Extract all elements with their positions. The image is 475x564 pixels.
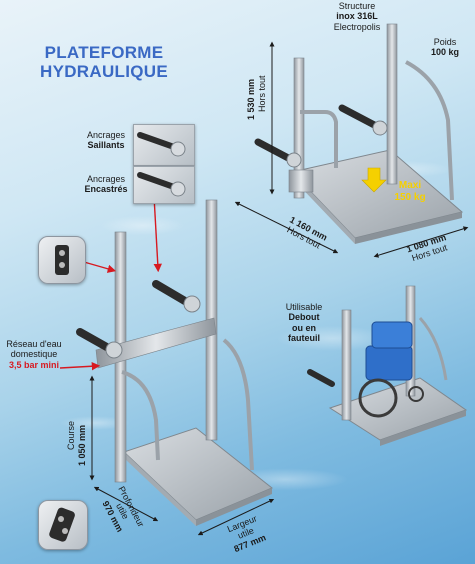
anchor-protruding-label: Ancrages Saillants [78, 130, 134, 151]
structure-label: Structure inox 316L Electropolis [312, 1, 402, 32]
water-supply-line-2: domestique [10, 349, 58, 360]
structure-line-3: Electropolis [333, 21, 381, 32]
structure-line-1: Structure [338, 1, 376, 11]
weight-label: Poids 100 kg [420, 37, 470, 58]
structure-line-2: inox 316L [336, 11, 378, 22]
anchor-recessed-line-2: Encastrés [84, 184, 128, 195]
max-load-caption: Maxi [398, 180, 422, 191]
valve-detail-photo [38, 236, 86, 284]
main-platform-illustration [76, 199, 273, 526]
anchor-protruding-line-2: Saillants [87, 140, 125, 151]
anchor-protruding-line-1: Ancrages [86, 130, 126, 140]
usage-line-4: fauteuil [287, 333, 320, 344]
anchor-protruding-photo [133, 124, 195, 166]
usage-line-3: ou en [292, 322, 316, 333]
water-supply-line-1: Réseau d'eau [6, 339, 62, 349]
stroke-value: 1 050 mm [77, 424, 87, 466]
anchor-recessed-photo [133, 166, 195, 204]
usage-line-2: Debout [288, 312, 320, 323]
stroke-caption: Course [66, 420, 76, 450]
anchor-recessed-label: Ancrages Encastrés [78, 174, 134, 195]
usage-line-1: Utilisable [285, 302, 323, 312]
height-total-value: 1 530 mm [246, 78, 256, 120]
water-supply-line-3: 3,5 bar mini [8, 359, 60, 370]
page-title: PLATEFORME HYDRAULIQUE [34, 43, 174, 81]
weight-caption: Poids [433, 37, 457, 47]
water-supply-label: Réseau d'eau domestique 3,5 bar mini [0, 339, 68, 370]
wheelchair-platform-illustration [307, 285, 468, 446]
title-line-1: PLATEFORME [44, 43, 164, 62]
title-line-2: HYDRAULIQUE [40, 61, 168, 81]
usage-label: Utilisable Debout ou en fauteuil [276, 302, 332, 343]
control-detail-photo [38, 500, 88, 550]
anchor-recessed-line-1: Ancrages [86, 174, 126, 184]
weight-value: 100 kg [430, 47, 460, 58]
max-load-label: Maxi 150 kg [388, 180, 432, 203]
height-total-note: Hors tout [257, 75, 267, 112]
max-load-value: 150 kg [394, 191, 426, 203]
